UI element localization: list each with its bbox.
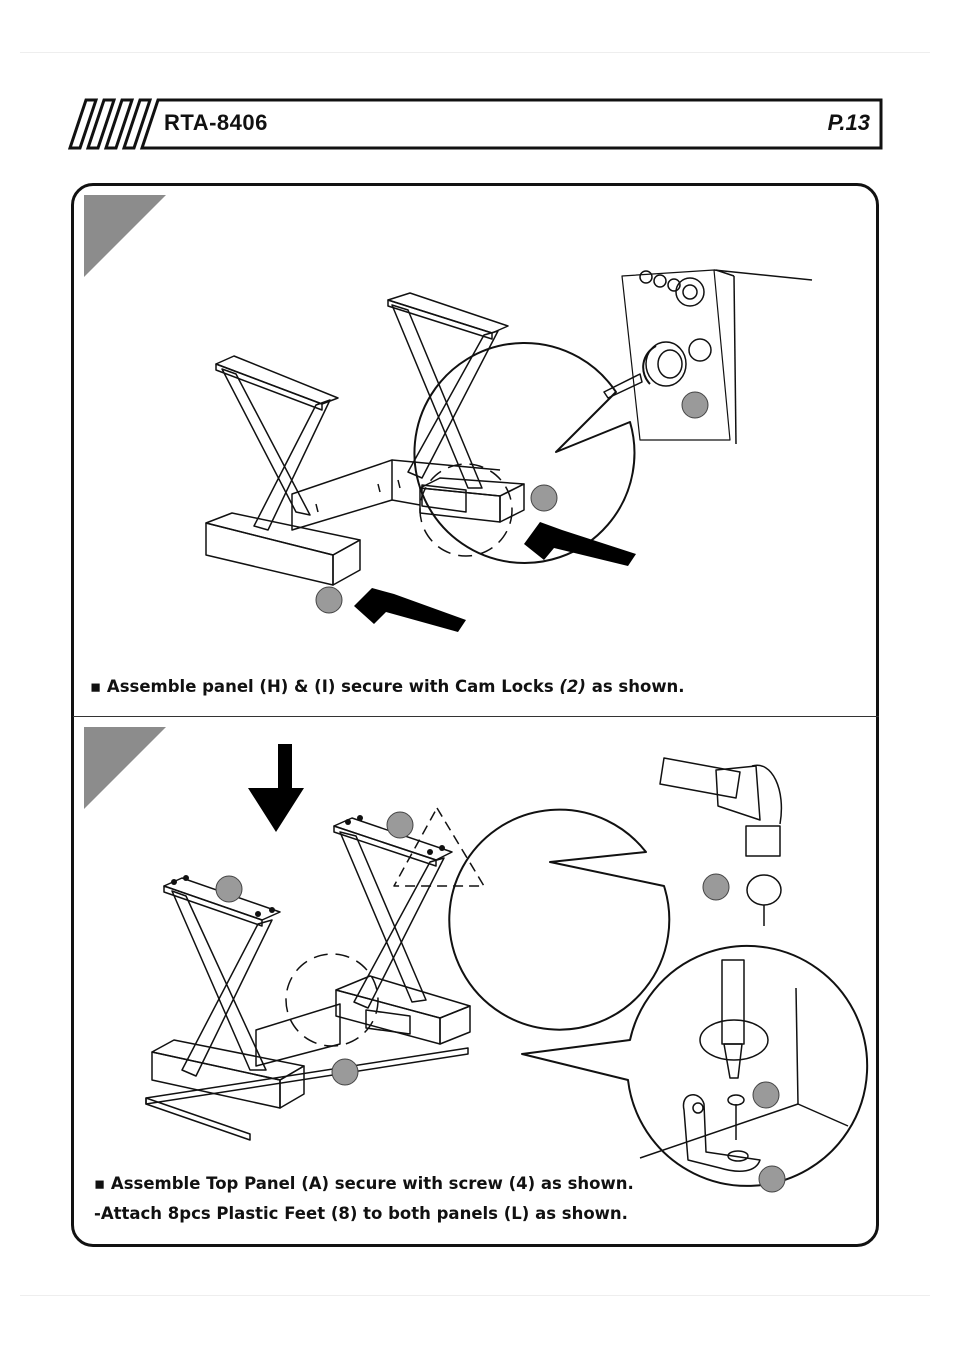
part-marker xyxy=(315,586,343,614)
top-panel-a xyxy=(145,1047,469,1141)
part-marker xyxy=(215,875,243,903)
top-rule xyxy=(20,52,930,53)
screwdriver-callout xyxy=(521,944,869,1187)
step-marker-2 xyxy=(84,727,166,809)
part-marker xyxy=(331,1058,359,1086)
part-marker xyxy=(752,1081,780,1109)
step-divider xyxy=(73,716,879,717)
x-leg-right xyxy=(387,292,525,523)
cam-lock-callout xyxy=(413,269,813,564)
part-marker xyxy=(681,391,709,419)
detail-circle-1 xyxy=(419,463,513,557)
step2-instruction-2: -Attach 8pcs Plastic Feet (8) to both pa… xyxy=(94,1204,628,1223)
hammer-icon xyxy=(659,757,783,857)
part-marker xyxy=(386,811,414,839)
part-marker xyxy=(758,1165,786,1193)
x-leg-left-2 xyxy=(151,877,305,1109)
part-marker xyxy=(702,873,730,901)
detail-circle-2 xyxy=(285,953,379,1047)
instruction-panel xyxy=(71,183,879,1247)
header-box xyxy=(139,98,883,150)
bottom-rule xyxy=(20,1295,930,1296)
model-number: RTA-8406 xyxy=(164,110,268,135)
step-marker-1 xyxy=(84,195,166,277)
header-bar xyxy=(68,98,883,150)
x-leg-right-2 xyxy=(333,817,471,1045)
step1-instruction: ▪ Assemble panel (H) & (I) secure with C… xyxy=(90,677,685,696)
screwdriver-icon xyxy=(699,959,769,1079)
hammer-callout xyxy=(448,757,783,1031)
stripe-logo-icon xyxy=(68,98,153,150)
stretcher-panels-2 xyxy=(255,1003,411,1067)
arrow-left-icon xyxy=(354,588,466,632)
detail-triangle xyxy=(393,807,485,887)
rotate-icon xyxy=(642,345,657,385)
x-leg-left xyxy=(205,355,361,586)
step2-instruction-1: ▪ Assemble Top Panel (A) secure with scr… xyxy=(94,1174,634,1193)
part-marker xyxy=(530,484,558,512)
page-number: P.13 xyxy=(827,110,870,135)
arrow-down-icon xyxy=(248,744,304,832)
stretcher-panels xyxy=(291,459,501,531)
arrow-left-icon xyxy=(524,522,636,566)
